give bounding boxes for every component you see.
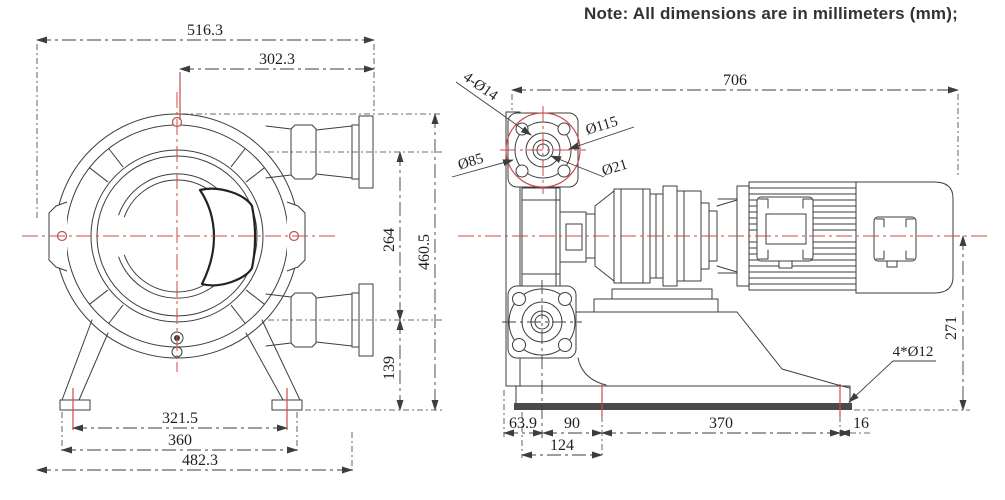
dim-hole-spacing: 370 bbox=[709, 415, 733, 432]
flange-hole bbox=[515, 164, 529, 178]
flange-hole bbox=[557, 164, 571, 178]
dim-foot-width: 360 bbox=[168, 432, 192, 449]
flange-hole bbox=[558, 292, 572, 306]
dim-center-height: 271 bbox=[943, 316, 960, 340]
dim-port-to-base: 139 bbox=[381, 356, 398, 380]
leader-base-holes bbox=[848, 360, 936, 403]
side-view-dimensions: 706 4-Ø14 Ø115 Ø85 Ø21 271 4*Ø12 63.9 90… bbox=[451, 69, 970, 459]
leader-flange-holes bbox=[455, 81, 532, 136]
terminal-box-cover bbox=[765, 213, 807, 245]
dim-overall-width: 516.3 bbox=[187, 22, 223, 39]
label-shaft-bore: Ø21 bbox=[600, 157, 629, 180]
front-view-dimensions: 516.3 302.3 264 460.5 139 321.5 360 482.… bbox=[36, 22, 443, 474]
dim-base-width: 482.3 bbox=[182, 452, 218, 469]
label-flange-diameter: Ø85 bbox=[456, 151, 485, 174]
casing-segment-joints bbox=[89, 148, 265, 324]
dim-edge-to-hole: 124 bbox=[550, 437, 574, 454]
flange-hole bbox=[512, 338, 526, 352]
foot-hole-marks bbox=[72, 388, 288, 430]
dim-foot-hole-spacing: 321.5 bbox=[162, 410, 198, 427]
leader-flange-diameter bbox=[451, 159, 514, 178]
drawing-note: Note: All dimensions are in millimeters … bbox=[584, 4, 958, 23]
pump-side-view bbox=[458, 106, 988, 438]
pump-front-view bbox=[22, 72, 374, 430]
leader-shaft-bore bbox=[550, 155, 605, 178]
dim-center-to-flange: 302.3 bbox=[259, 51, 295, 68]
bottom-flange-crosshair bbox=[502, 280, 582, 438]
dim-center-to-hole: 90 bbox=[564, 415, 580, 432]
pump-body bbox=[521, 187, 561, 287]
dim-hole-to-edge: 16 bbox=[853, 415, 869, 432]
flange-hole bbox=[557, 122, 571, 136]
gearbox-riser bbox=[593, 298, 719, 313]
flange-hole bbox=[512, 292, 526, 306]
base-bottom-band bbox=[514, 403, 852, 410]
flange-hole bbox=[558, 338, 572, 352]
label-bolt-circle: Ø115 bbox=[584, 114, 620, 139]
fan-cover-plate bbox=[873, 216, 917, 262]
motor bbox=[748, 181, 954, 294]
flange-crosshair bbox=[500, 106, 586, 194]
base-hole-marks bbox=[601, 384, 841, 416]
label-base-holes: 4*Ø12 bbox=[893, 344, 934, 360]
dim-overall-height: 460.5 bbox=[416, 234, 433, 270]
left-foot bbox=[59, 399, 91, 411]
dim-overall-length: 706 bbox=[723, 72, 747, 89]
dim-flange-to-center: 63.9 bbox=[509, 415, 537, 432]
rotor-lobe bbox=[198, 187, 257, 287]
leader-bolt-circle bbox=[568, 126, 635, 150]
dim-port-spacing: 264 bbox=[381, 228, 398, 252]
